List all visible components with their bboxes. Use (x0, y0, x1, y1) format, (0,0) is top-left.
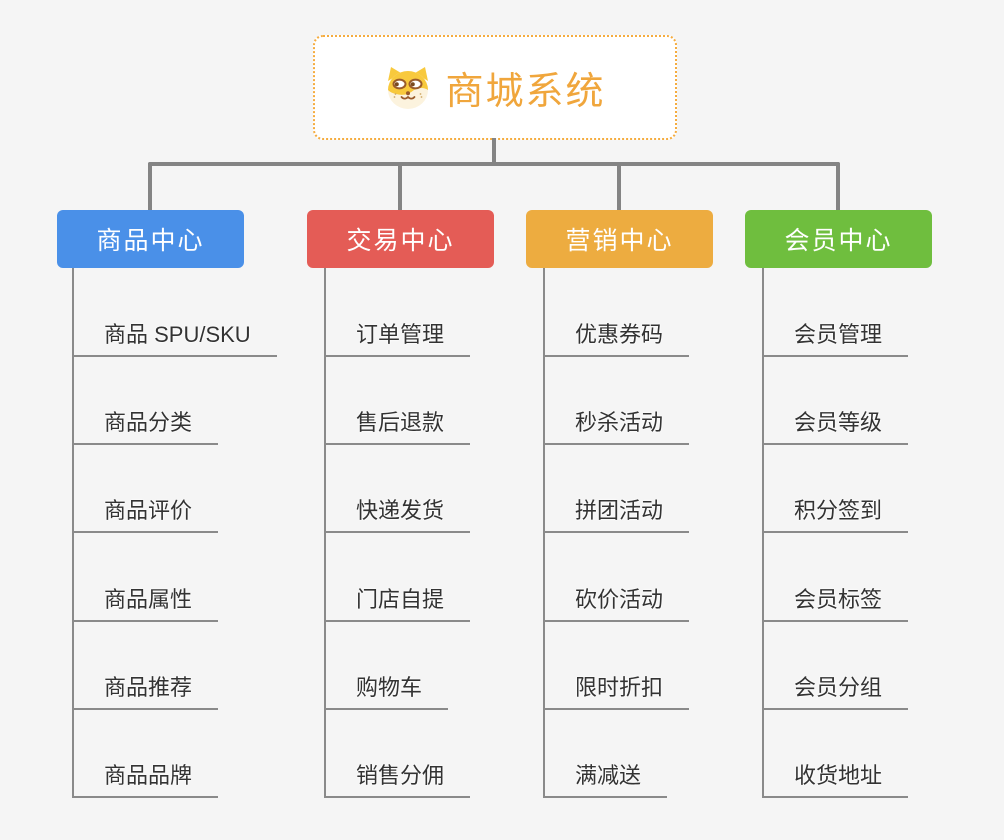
connector-drop (148, 162, 152, 212)
child-topic[interactable]: 商品推荐 (72, 674, 219, 710)
branch-topic-trade-center[interactable]: 交易中心 (307, 210, 494, 268)
child-topic[interactable]: 积分签到 (762, 497, 909, 533)
child-topic[interactable]: 限时折扣 (543, 674, 690, 710)
child-topic[interactable]: 购物车 (324, 674, 449, 710)
root-topic-label: 商城系统 (445, 71, 606, 113)
branch-topic-member-center[interactable]: 会员中心 (745, 210, 932, 268)
child-topic[interactable]: 订单管理 (324, 321, 471, 357)
connector-drop (398, 162, 402, 212)
child-topic[interactable]: 快递发货 (324, 497, 471, 533)
child-topic[interactable]: 售后退款 (324, 409, 471, 445)
child-topic[interactable]: 商品属性 (72, 586, 219, 622)
child-topic[interactable]: 会员等级 (762, 409, 909, 445)
connector-spine (324, 268, 326, 798)
connector-spine (762, 268, 764, 798)
branch-topic-marketing-center[interactable]: 营销中心 (526, 210, 713, 268)
child-topic[interactable]: 商品评价 (72, 497, 219, 533)
child-topic[interactable]: 会员标签 (762, 586, 909, 622)
connector-spine (543, 268, 545, 798)
child-topic[interactable]: 商品品牌 (72, 762, 219, 798)
shiba-dog-icon (388, 66, 429, 109)
child-topic[interactable]: 拼团活动 (543, 497, 690, 533)
child-topic[interactable]: 会员管理 (762, 321, 909, 357)
child-topic[interactable]: 优惠券码 (543, 321, 690, 357)
child-topic[interactable]: 满减送 (543, 762, 668, 798)
connector-drop (617, 162, 621, 212)
connector-drop (836, 162, 840, 212)
root-topic[interactable]: 商城系统 (313, 35, 677, 140)
child-topic[interactable]: 商品 SPU/SKU (72, 321, 277, 357)
connector-trunk (148, 162, 840, 166)
child-topic[interactable]: 砍价活动 (543, 586, 690, 622)
connector-root-stem (492, 138, 496, 164)
branch-topic-product-center[interactable]: 商品中心 (57, 210, 244, 268)
connector-spine (72, 268, 74, 798)
child-topic[interactable]: 会员分组 (762, 674, 909, 710)
child-topic[interactable]: 门店自提 (324, 586, 471, 622)
child-topic[interactable]: 商品分类 (72, 409, 219, 445)
child-topic[interactable]: 秒杀活动 (543, 409, 690, 445)
child-topic[interactable]: 销售分佣 (324, 762, 471, 798)
child-topic[interactable]: 收货地址 (762, 762, 909, 798)
